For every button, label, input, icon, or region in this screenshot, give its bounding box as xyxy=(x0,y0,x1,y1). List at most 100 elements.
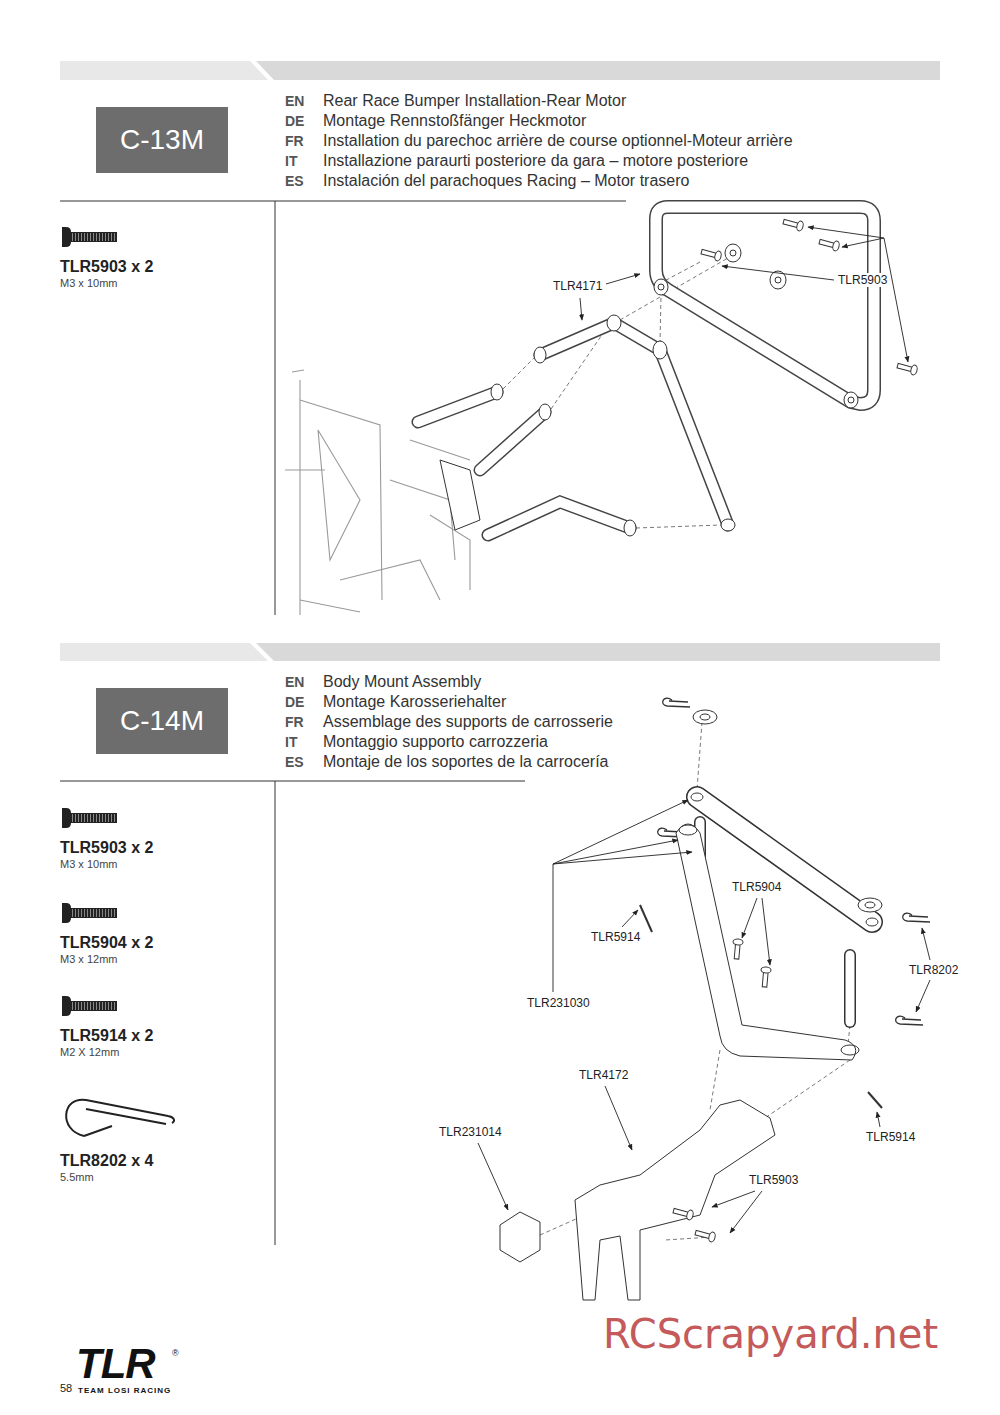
leader-line xyxy=(916,980,930,1012)
body-mount xyxy=(841,1045,859,1055)
screw xyxy=(700,217,918,376)
parts-icon xyxy=(62,227,117,247)
body-mount xyxy=(868,1092,882,1108)
header-bar xyxy=(256,61,940,80)
chassis-ghost xyxy=(292,370,382,615)
race-bumper xyxy=(656,207,874,404)
race-bumper xyxy=(658,284,664,290)
body-mount xyxy=(732,939,744,960)
leader-line xyxy=(884,238,908,362)
body-mount xyxy=(865,902,875,908)
bracket-tlr4171 xyxy=(653,341,667,359)
leader-line xyxy=(762,898,770,965)
screw xyxy=(782,217,804,232)
leader-line xyxy=(712,1191,755,1207)
dashed-guide xyxy=(503,358,534,389)
part-size: M3 x 10mm xyxy=(60,858,117,871)
wing-mount xyxy=(575,1100,775,1300)
body-mount xyxy=(697,797,872,922)
rear-bracket xyxy=(418,392,630,535)
parts-icon xyxy=(62,996,117,1016)
body-mount xyxy=(691,793,703,801)
part-number: TLR5914 x 2 xyxy=(60,1026,153,1045)
language-code: EN xyxy=(285,674,304,691)
parts-icon xyxy=(66,1100,174,1136)
body-mount xyxy=(844,955,856,1022)
clip xyxy=(663,698,690,707)
leader-line xyxy=(842,238,884,247)
race-bumper xyxy=(654,279,668,295)
step-title: Assemblage des supports de carrosserie xyxy=(323,712,613,731)
callout-label: TLR231014 xyxy=(438,1125,503,1139)
leader-line xyxy=(580,227,908,362)
body-mount xyxy=(697,797,872,922)
wing-mount xyxy=(500,1212,540,1262)
parts-icon xyxy=(62,227,174,1136)
body-mount xyxy=(676,824,856,1060)
race-bumper xyxy=(654,207,874,408)
rule-line xyxy=(60,781,525,782)
screw xyxy=(700,247,722,262)
header-bar xyxy=(60,643,268,661)
part-size: 5.5mm xyxy=(60,1171,94,1184)
body-mount xyxy=(866,918,878,926)
wing-mount xyxy=(500,1100,775,1300)
part-number: TLR5904 x 2 xyxy=(60,933,153,952)
rule-line xyxy=(275,201,276,615)
body-mount xyxy=(640,905,652,932)
screw xyxy=(896,361,918,376)
page-number: 58 xyxy=(60,1382,72,1395)
language-code: ES xyxy=(285,754,304,771)
callout-label: TLR5914 xyxy=(590,930,641,944)
rear-bracket xyxy=(491,384,503,400)
race-bumper xyxy=(725,244,741,262)
screw xyxy=(818,237,840,252)
header-bar xyxy=(60,61,268,80)
bracket-tlr4171 xyxy=(721,519,735,531)
leader-line xyxy=(877,1112,880,1127)
leader-line xyxy=(553,840,678,864)
watermark: RCScrapyard.net xyxy=(603,1310,938,1358)
race-bumper xyxy=(844,392,858,408)
dashed-guide xyxy=(710,1050,720,1110)
brand-logo: TLR xyxy=(76,1343,155,1385)
callout-label: TLR5903 xyxy=(748,1173,799,1187)
step-title: Rear Race Bumper Installation-Rear Motor xyxy=(323,91,626,110)
rear-bracket xyxy=(539,404,551,420)
rear-bracket xyxy=(418,384,636,536)
dashed-guide xyxy=(636,525,722,528)
step-title: Montaggio supporto carrozzeria xyxy=(323,732,548,751)
rule-line xyxy=(60,201,626,1245)
rear-bracket xyxy=(418,392,630,535)
wing-mount xyxy=(672,1206,694,1221)
header-bar xyxy=(60,61,940,661)
leader-line xyxy=(478,800,930,1233)
language-code: FR xyxy=(285,133,304,150)
step-title: Instalación del parachoques Racing – Mot… xyxy=(323,171,689,190)
part-number: TLR5903 x 2 xyxy=(60,838,153,857)
rule-line xyxy=(275,781,276,1245)
language-code: IT xyxy=(285,153,297,170)
leader-line xyxy=(922,928,930,960)
step-title: Montage Rennstoßfänger Heckmotor xyxy=(323,111,586,130)
body-mount xyxy=(858,898,882,912)
dashed-guide xyxy=(697,722,702,790)
trademark: ® xyxy=(172,1348,179,1359)
callout-label: TLR231030 xyxy=(526,996,591,1010)
body-mount xyxy=(760,967,772,988)
callout-label: TLR4172 xyxy=(578,1068,629,1082)
callout-label: TLR5904 xyxy=(731,880,782,894)
leader-line xyxy=(478,1143,508,1210)
part-size: M3 x 12mm xyxy=(60,953,117,966)
language-code: FR xyxy=(285,714,304,731)
part-number: TLR5903 x 2 xyxy=(60,257,153,276)
leader-line xyxy=(580,298,582,320)
step-code: C-13M xyxy=(120,124,204,156)
language-code: IT xyxy=(285,734,297,751)
part-size: M2 X 12mm xyxy=(60,1046,119,1059)
body-mount xyxy=(846,955,855,1022)
language-code: EN xyxy=(285,93,304,110)
dashed-guide xyxy=(765,1060,850,1118)
body-mount xyxy=(700,714,710,720)
language-code: DE xyxy=(285,694,304,711)
